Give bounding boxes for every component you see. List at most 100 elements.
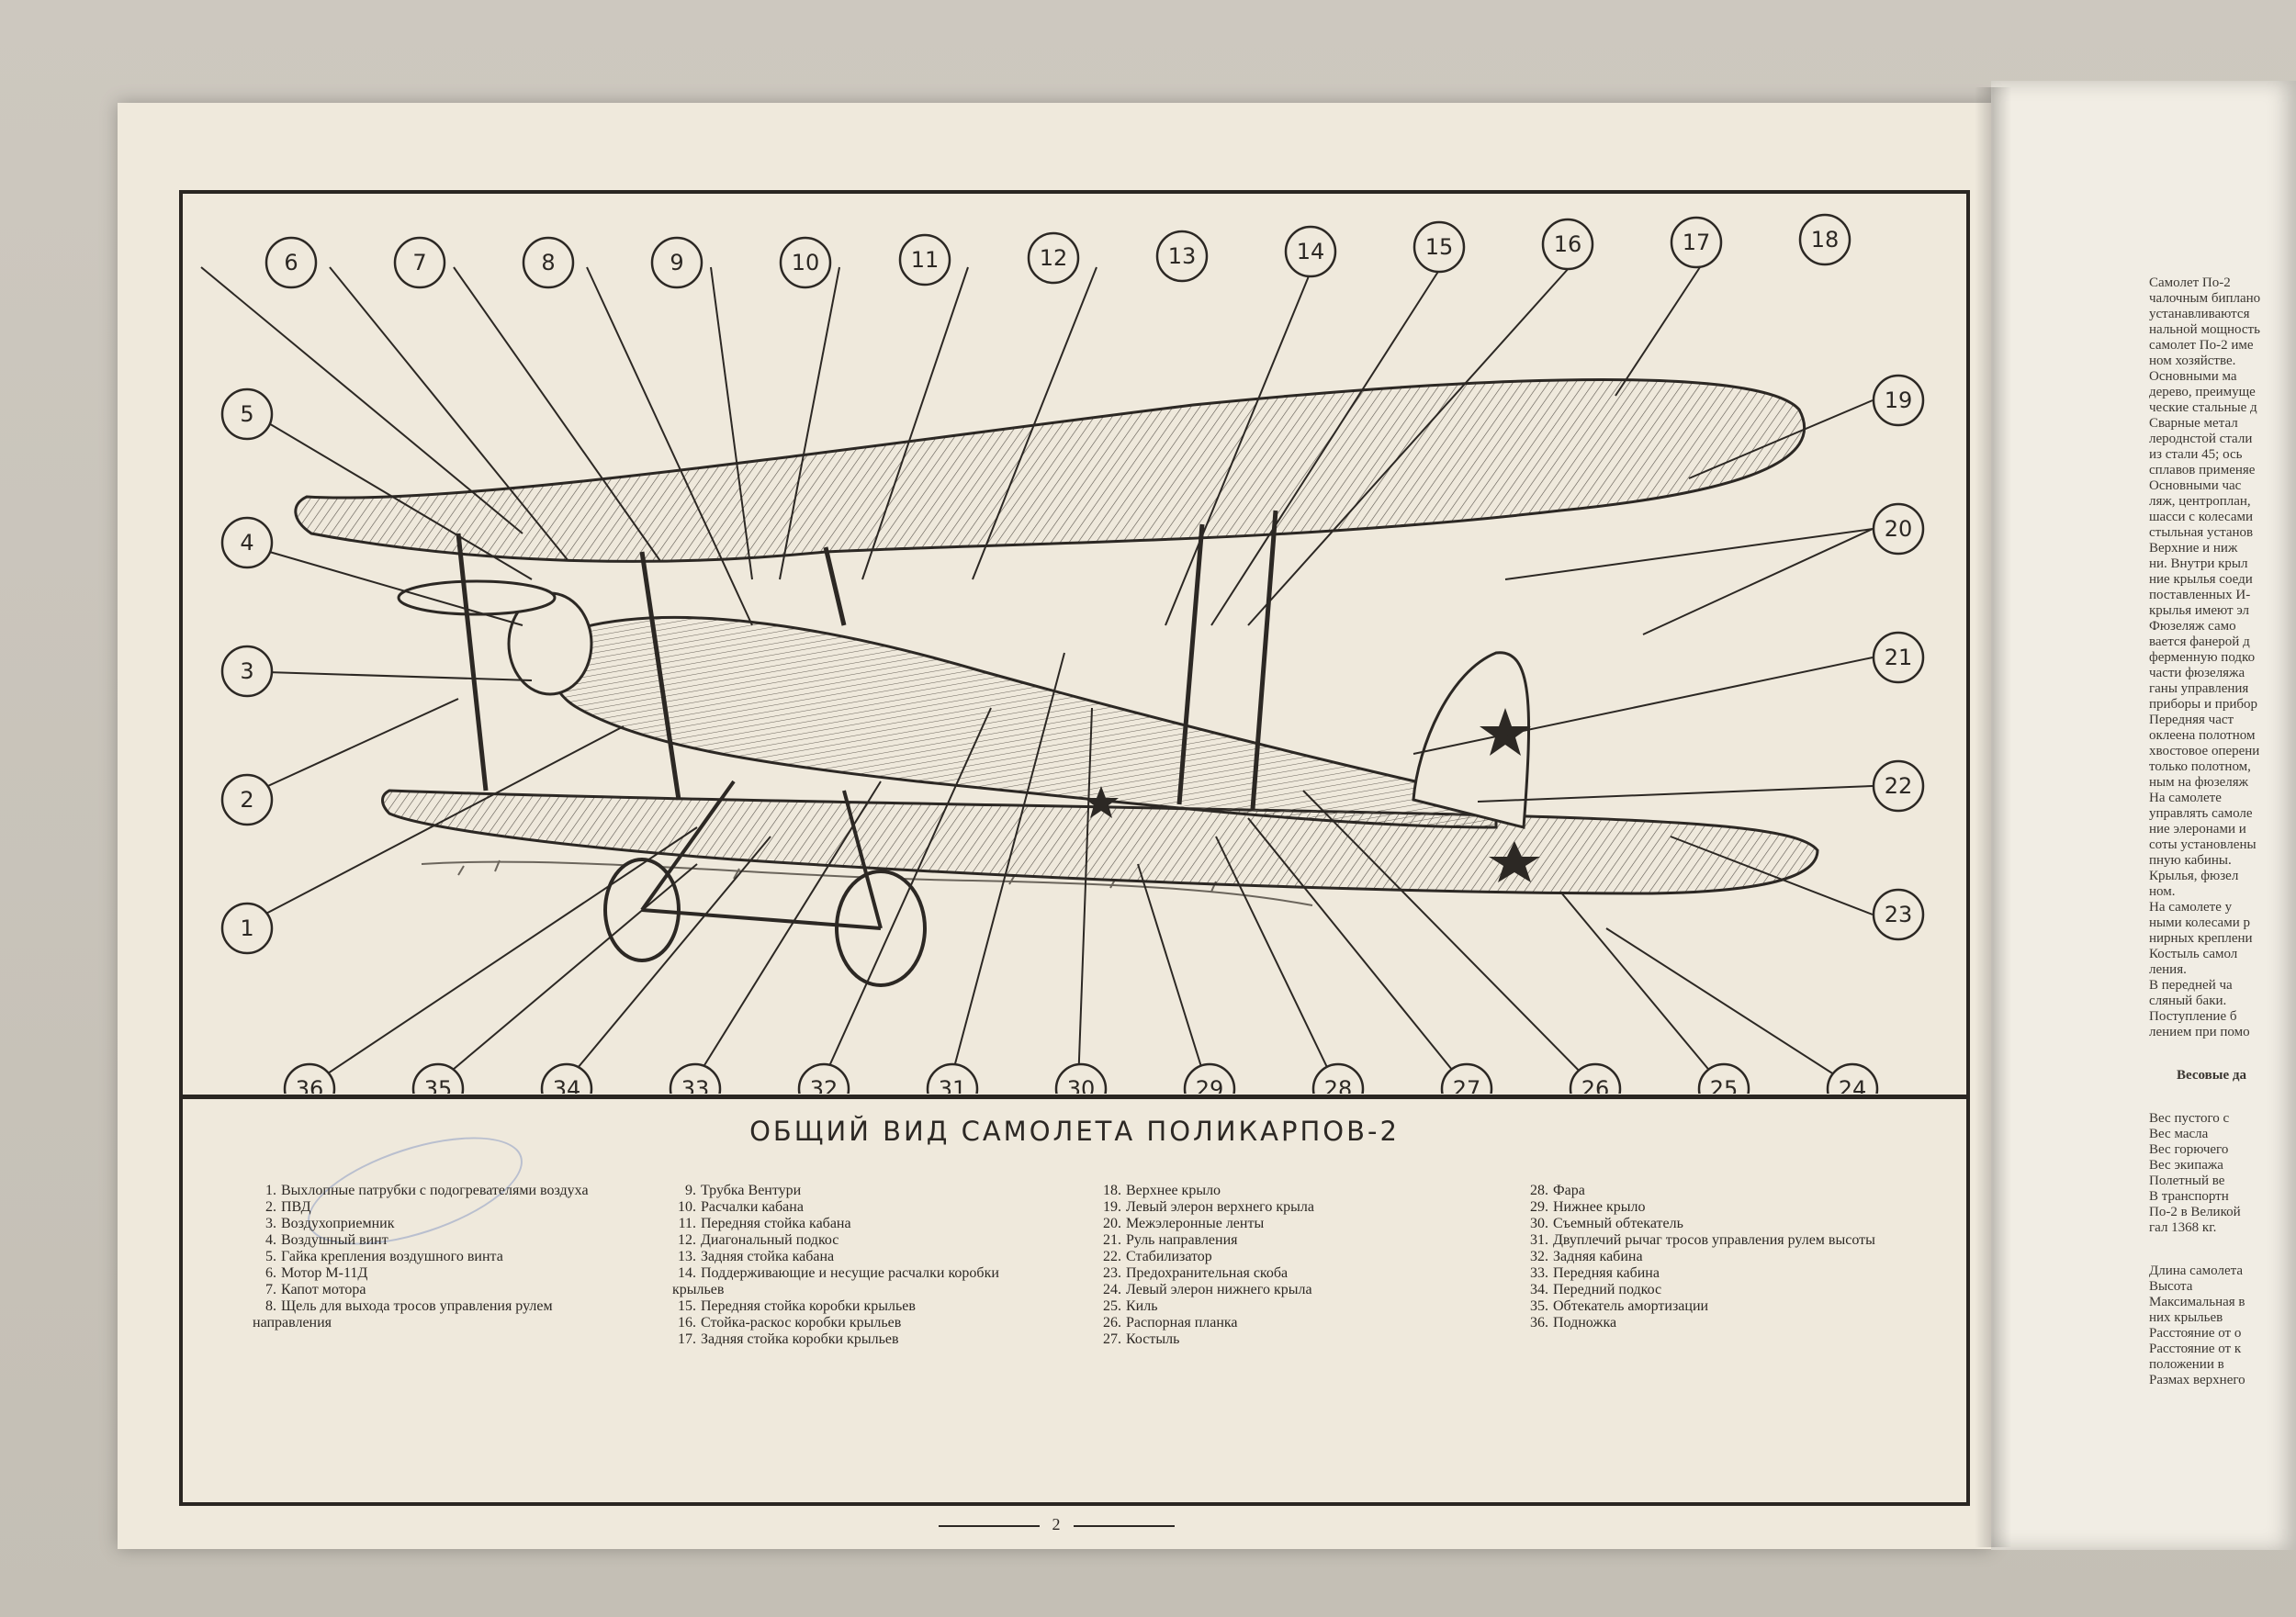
callout-circles	[220, 213, 1925, 1094]
right-page-line: Высота	[2149, 1279, 2193, 1294]
legend-item-number: 20.	[1103, 1216, 1121, 1231]
right-page-line: Вес масла	[2149, 1127, 2209, 1141]
right-page	[1991, 81, 2296, 1550]
legend-item: 19.Левый элерон верхнего крыла	[1097, 1199, 1465, 1216]
right-page-line: стыльная установ	[2149, 525, 2254, 540]
legend-item: 16. Стойка-раскос коробки крыльев	[672, 1315, 1035, 1331]
right-page-line: хвостовое оперени	[2149, 744, 2260, 758]
legend-item: 10. Расчалки кабана	[672, 1199, 1035, 1216]
legend-item-number: 31.	[1530, 1232, 1548, 1248]
legend-item-number: 25.	[1103, 1298, 1121, 1314]
legend-item-text: Трубка Вентури	[701, 1183, 802, 1198]
legend-item: 31. Двуплечий рычаг тросов управления рул…	[1525, 1232, 1910, 1249]
biplane-diagram: 1 2 3 4 5 6 7 8 9 10 11 12 13 14 15 16 1…	[200, 213, 1925, 1094]
legend-item: 17.Задняя стойка коробки крыльев	[672, 1331, 1035, 1348]
callout-number: 3	[240, 658, 253, 684]
legend-item-number: 16.	[678, 1315, 696, 1331]
legend-item-text: Двуплечий рычаг тросов управления рулем …	[1553, 1232, 1875, 1248]
legend-item-number: 4.	[265, 1232, 276, 1248]
legend-item: 35. Обтекатель амортизации	[1525, 1298, 1910, 1315]
callout-number: 9	[670, 250, 683, 275]
legend-item-number: 36.	[1530, 1315, 1548, 1331]
legend-item-text: Межэлеронные ленты	[1126, 1216, 1265, 1231]
callout-number: 2	[240, 787, 253, 813]
legend-item-text: Воздухоприемник	[281, 1216, 395, 1231]
right-page-line: Вес горючего	[2149, 1142, 2229, 1157]
legend-item: 4.Воздушный винт	[253, 1232, 615, 1249]
folio-rule	[1073, 1524, 1175, 1527]
legend-item: 30. Съемный обтекатель	[1525, 1216, 1910, 1232]
legend-item-number: 24.	[1103, 1282, 1121, 1297]
legend-item: 32.Задняя кабина	[1525, 1249, 1910, 1265]
legend-item-number: 30.	[1530, 1216, 1548, 1231]
legend-item: 33.Передняя кабина	[1525, 1265, 1910, 1282]
legend-item-text: Предохранительная скоба	[1126, 1265, 1289, 1281]
legend-item-number: 2.	[265, 1199, 276, 1215]
right-page-line: пную кабины.	[2149, 853, 2232, 868]
legend-item: 8.Щель для выхода тросов управления руле…	[253, 1298, 615, 1331]
legend-item-number: 27.	[1103, 1331, 1121, 1347]
legend-item-text: Выхлопные патрубки с подогревателями воз…	[281, 1183, 589, 1198]
legend-item: 20. Межэлеронные ленты	[1097, 1216, 1465, 1232]
legend-item-text: Передняя стойка кабана	[701, 1216, 851, 1231]
legend-item-text: Стойка-раскос коробки крыльев	[701, 1315, 902, 1331]
legend-item-text: Щель для выхода тросов управления рулем …	[253, 1298, 553, 1331]
legend-item-text: Капот мотора	[281, 1282, 366, 1297]
callout-number: 32	[810, 1076, 838, 1094]
right-page-line: Вес пустого с	[2149, 1111, 2230, 1126]
callout-number: 16	[1554, 231, 1582, 257]
right-page-line: вается фанерой д	[2149, 634, 2250, 649]
right-page-line: Верхние и ниж	[2149, 541, 2238, 556]
right-page-line: ганы управления	[2149, 681, 2249, 696]
legend-item: 5.Гайка крепления воздушного винта	[253, 1249, 615, 1265]
legend-item: 2.ПВД	[253, 1199, 615, 1216]
spacer	[2149, 1084, 2296, 1111]
right-page-line: Крылья, фюзел	[2149, 869, 2239, 883]
legend-item-number: 23.	[1103, 1265, 1121, 1281]
legend-item: 29.Нижнее крыло	[1525, 1199, 1910, 1216]
legend-item-number: 35.	[1530, 1298, 1548, 1314]
legend-item-number: 8.	[265, 1298, 276, 1314]
legend-item-text: Съемный обтекатель	[1553, 1216, 1683, 1231]
right-page-line: ние элеронами и	[2149, 822, 2246, 837]
right-page-line: управлять самоле	[2149, 806, 2253, 821]
right-page-line: ном хозяйстве.	[2149, 354, 2236, 368]
legend-item-text: Обтекатель амортизации	[1553, 1298, 1709, 1314]
star-markings	[1084, 708, 1540, 882]
right-page-line: соты установлены	[2149, 837, 2257, 852]
callout-number: 25	[1710, 1076, 1739, 1094]
right-page-line: крылья имеют эл	[2149, 603, 2249, 618]
legend-item: 15.Передняя стойка коробки крыльев	[672, 1298, 1035, 1315]
right-page-line: приборы и прибор	[2149, 697, 2257, 712]
diagram-frame	[179, 190, 1970, 1506]
legend-item: 14.Поддерживающие и несущие расчалки кор…	[672, 1265, 1035, 1298]
legend-item: 3.Воздухоприемник	[253, 1216, 615, 1232]
right-page-line: Самолет По-2	[2149, 275, 2231, 290]
folio-rule	[938, 1524, 1040, 1527]
legend-item-number: 10.	[678, 1199, 696, 1215]
legend-item-text: Задняя кабина	[1553, 1249, 1643, 1264]
legend-item: 6.Мотор М-11Д	[253, 1265, 615, 1282]
right-page-line: На самолете у	[2149, 900, 2233, 915]
right-page-line: нирных креплени	[2149, 931, 2253, 946]
legend-item-number: 6.	[265, 1265, 276, 1281]
callout-number: 13	[1168, 243, 1197, 269]
legend-item: 11.Передняя стойка кабана	[672, 1216, 1035, 1232]
callout-number: 19	[1885, 387, 1913, 413]
right-page-line: Длина самолета	[2149, 1263, 2244, 1278]
right-page-line: нальной мощность	[2149, 322, 2260, 337]
legend-item-number: 29.	[1530, 1199, 1548, 1215]
callout-number: 30	[1067, 1076, 1096, 1094]
legend-item-number: 7.	[265, 1282, 276, 1297]
legend-item-number: 13.	[678, 1249, 696, 1264]
legend-item: 13.Задняя стойка кабана	[672, 1249, 1035, 1265]
callout-labels: 1 2 3 4 5 6 7 8 9 10 11 12 13 14 15 16 1…	[240, 227, 1912, 1094]
legend-item-text: Расчалки кабана	[701, 1199, 804, 1215]
right-page-line: шасси с колесами	[2149, 510, 2254, 524]
right-page-line: Полетный ве	[2149, 1173, 2225, 1188]
right-page-line: Расстояние от к	[2149, 1342, 2242, 1356]
callout-number: 18	[1811, 227, 1840, 253]
right-page-line: поставленных И-	[2149, 588, 2251, 602]
right-page-line: лероднстой стали	[2149, 432, 2253, 446]
right-page-line: ления.	[2149, 962, 2187, 977]
